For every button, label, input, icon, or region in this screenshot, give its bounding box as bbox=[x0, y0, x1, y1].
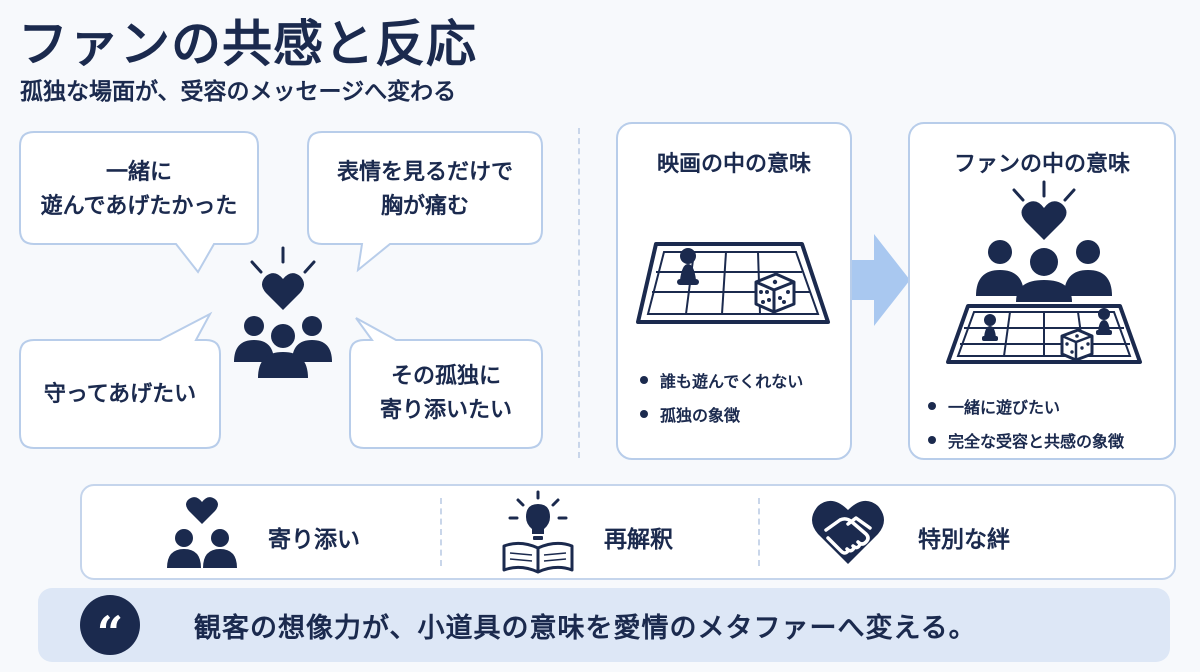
bubbles-graphic bbox=[19, 131, 543, 449]
bullet-icon bbox=[928, 402, 936, 410]
panel-fan-bullets: 一緒に遊びたい 完全な受容と共感の象徴 bbox=[928, 394, 1124, 462]
bubble-top-right-shape bbox=[307, 131, 543, 273]
list-item: 完全な受容と共感の象徴 bbox=[928, 428, 1124, 452]
bubble-text-line: 胸が痛む bbox=[380, 194, 469, 220]
panel-movie-title: 映画の中の意味 bbox=[656, 152, 811, 177]
quote-mark-icon: “ bbox=[80, 595, 140, 660]
keyword-label: 寄り添い bbox=[268, 527, 360, 553]
rays-icon bbox=[250, 246, 316, 274]
list-item: 孤独の象徴 bbox=[640, 402, 803, 426]
bubble-top-left-text: 一緒に 遊んであげたかった bbox=[20, 156, 258, 224]
panel-movie-bullets: 誰も遊んでくれない 孤独の象徴 bbox=[640, 368, 803, 436]
bullet-icon bbox=[640, 376, 648, 384]
bubble-top-left-shape bbox=[19, 131, 259, 274]
bubble-text-line: 遊んであげたかった bbox=[40, 194, 238, 220]
page-subtitle: 孤独な場面が、受容のメッセージへ変わる bbox=[20, 79, 457, 105]
pawn-icon bbox=[677, 248, 699, 285]
fans-board-game-icon bbox=[946, 180, 1142, 364]
heart-icon bbox=[1021, 201, 1067, 240]
bubble-text-line: 寄り添いたい bbox=[379, 398, 512, 424]
panel-fan-title: ファンの中の意味 bbox=[953, 152, 1130, 177]
bubble-bottom-left-shape bbox=[19, 311, 221, 449]
dice-icon bbox=[1060, 328, 1094, 362]
people-group-icon bbox=[234, 316, 332, 378]
bullet-icon bbox=[928, 436, 936, 444]
bullet-text: 一緒に遊びたい bbox=[948, 398, 1061, 417]
pawn-icon bbox=[982, 308, 1112, 341]
book-lightbulb-icon bbox=[502, 490, 574, 574]
section-divider bbox=[578, 128, 580, 458]
bar-divider bbox=[440, 498, 442, 566]
bubble-text-line: その孤独に bbox=[390, 364, 501, 389]
page-title: ファンの共感と反応 bbox=[18, 15, 477, 73]
quote-text: 観客の想像力が、小道具の意味を愛情のメタファーへ変える。 bbox=[194, 613, 977, 644]
list-item: 一緒に遊びたい bbox=[928, 394, 1124, 418]
bullet-text: 孤独の象徴 bbox=[660, 406, 741, 425]
keyword-label: 特別な絆 bbox=[918, 527, 1010, 553]
dice-icon bbox=[754, 272, 796, 314]
bubble-bottom-left-text: 守ってあげたい bbox=[20, 378, 220, 412]
bubble-bottom-right-shape bbox=[349, 317, 543, 449]
arrow-right-icon bbox=[852, 234, 910, 326]
board-game-icon bbox=[636, 242, 830, 324]
quote-box bbox=[38, 588, 1170, 662]
keyword-bar bbox=[80, 484, 1176, 580]
bullet-text: 誰も遊んでくれない bbox=[660, 372, 804, 391]
bullet-icon bbox=[640, 410, 648, 418]
list-item: 誰も遊んでくれない bbox=[640, 368, 803, 392]
keyword-label: 再解釈 bbox=[604, 527, 673, 553]
bubble-text-line: 一緒に bbox=[105, 160, 172, 185]
bubble-bottom-right-text: その孤独に 寄り添いたい bbox=[350, 360, 542, 428]
heart-handshake-icon bbox=[812, 500, 884, 564]
bubble-text-line: 表情を見るだけで bbox=[336, 160, 513, 185]
people-heart-icon bbox=[167, 497, 237, 568]
bullet-text: 完全な受容と共感の象徴 bbox=[948, 432, 1125, 451]
people-group-icon bbox=[976, 240, 1112, 302]
bubble-top-right-text: 表情を見るだけで 胸が痛む bbox=[308, 156, 542, 224]
bubble-text-line: 守ってあげたい bbox=[43, 382, 197, 407]
rays-icon bbox=[1012, 180, 1076, 202]
heart-icon bbox=[262, 273, 304, 310]
bar-divider bbox=[758, 498, 760, 566]
